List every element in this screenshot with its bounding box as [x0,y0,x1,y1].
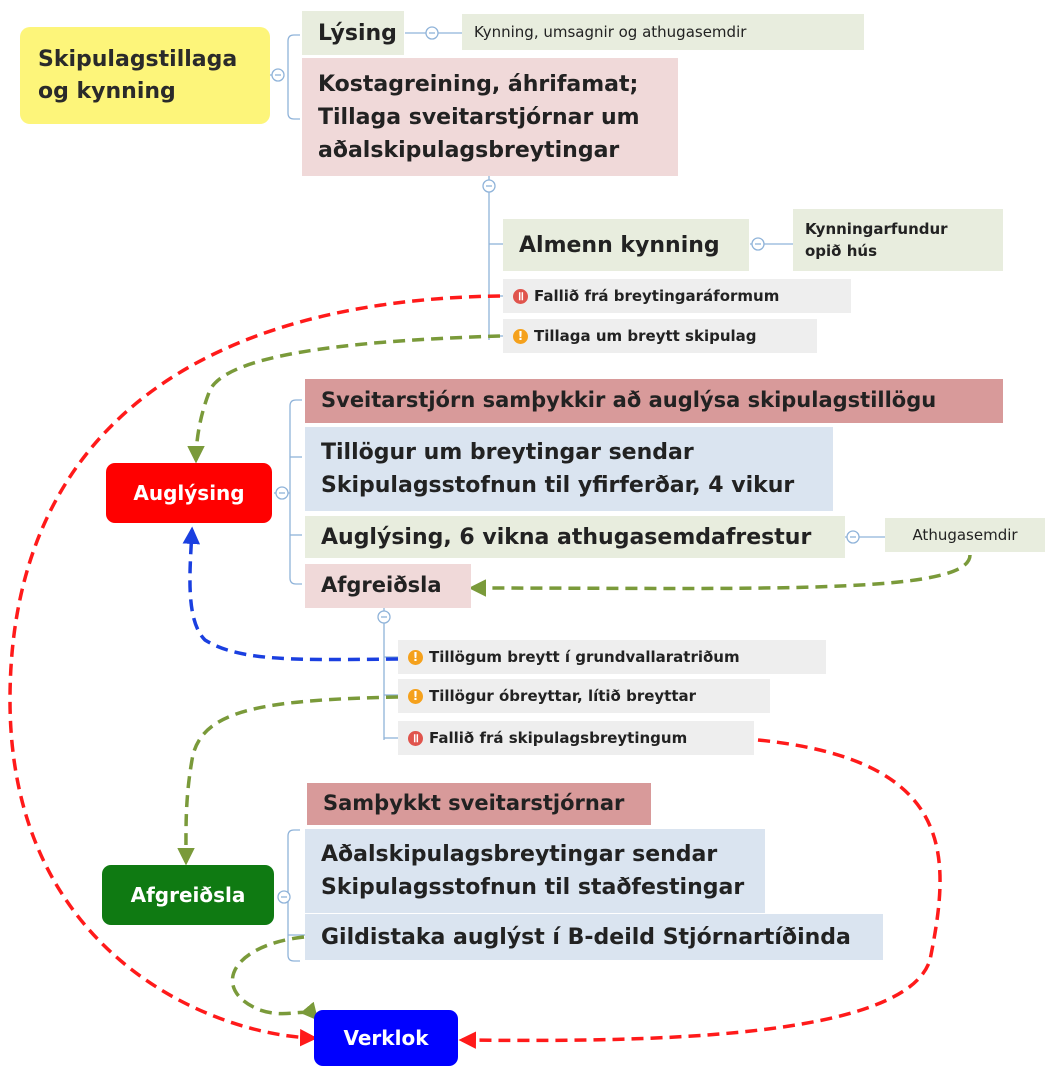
node-kostagreining-label: Kostagreining, áhrifamat; Tillaga sveita… [318,71,640,163]
pill-verklok[interactable]: Verklok [314,1010,458,1066]
node-auglysing-6[interactable]: Auglýsing, 6 vikna athugasemdafrestur [305,516,845,558]
node-almenn-kynning-label: Almenn kynning [519,232,720,258]
option-minor-change[interactable]: ! Tillögur óbreyttar, lítið breyttar [398,679,770,713]
node-lysing[interactable]: Lýsing [302,11,404,55]
node-lysing-note-label: Kynning, umsagnir og athugasemdir [474,23,747,41]
node-afgreidsla-label: Afgreiðsla [321,573,442,598]
arrow-red-abandon-2 [458,738,942,1049]
node-samthykkir-label: Sveitarstjórn samþykkir að auglýsa skipu… [321,388,937,413]
arrow-red-abandon-1 [8,294,501,1047]
option-major-change-label: Tillögum breytt í grundvallaratriðum [429,648,740,666]
warning-icon: ! [408,649,423,665]
arrow-green-to-afgreidsla-pill [177,695,399,866]
warning-icon: ! [513,328,528,344]
node-tillogur-sendar-label: Tillögur um breytingar sendar Skipulagss… [321,440,795,498]
node-auglysing-6-label: Auglýsing, 6 vikna athugasemdafrestur [321,524,812,550]
option-major-change[interactable]: ! Tillögum breytt í grundvallaratriðum [398,640,826,674]
option-changed-plan-label: Tillaga um breytt skipulag [534,327,757,345]
option-minor-change-label: Tillögur óbreyttar, lítið breyttar [429,687,697,705]
arrow-green-to-auglysing [187,334,501,464]
option-abandon-2-label: Fallið frá skipulagsbreytingum [429,729,688,747]
node-tillogur-sendar[interactable]: Tillögur um breytingar sendar Skipulagss… [305,427,833,511]
pause-icon: ॥ [408,730,423,746]
node-samthykkt[interactable]: Samþykkt sveitarstjórnar [307,783,651,825]
option-abandon-1-label: Fallið frá breytingaráformum [534,287,780,305]
option-changed-plan[interactable]: ! Tillaga um breytt skipulag [503,319,817,353]
node-adalskipulag-sendar[interactable]: Aðalskipulagsbreytingar sendar Skipulags… [305,829,765,913]
node-kynningarfundur-label: Kynningarfundur opið hús [805,219,948,261]
pill-auglysing[interactable]: Auglýsing [106,463,272,523]
node-gildistaka[interactable]: Gildistaka auglýst í B-deild Stjórnartíð… [305,914,883,960]
pill-verklok-label: Verklok [343,1026,429,1050]
node-lysing-label: Lýsing [318,20,397,46]
arrow-green-to-afgreidsla [468,554,972,597]
node-gildistaka-label: Gildistaka auglýst í B-deild Stjórnartíð… [321,924,851,950]
pill-auglysing-label: Auglýsing [133,481,245,505]
pause-icon: ॥ [513,288,528,304]
node-samthykkir[interactable]: Sveitarstjórn samþykkir að auglýsa skipu… [305,379,1003,423]
node-afgreidsla[interactable]: Afgreiðsla [305,564,471,608]
title-block: Skipulagstillaga og kynning [20,27,270,124]
pill-afgreidsla[interactable]: Afgreiðsla [102,865,274,925]
pill-afgreidsla-label: Afgreiðsla [130,883,246,907]
node-lysing-note[interactable]: Kynning, umsagnir og athugasemdir [462,14,864,50]
node-samthykkt-label: Samþykkt sveitarstjórnar [323,791,625,816]
node-athugasemdir-label: Athugasemdir [912,526,1018,544]
option-abandon-1[interactable]: ॥ Fallið frá breytingaráformum [503,279,851,313]
node-almenn-kynning[interactable]: Almenn kynning [503,219,749,271]
node-adalskipulag-sendar-label: Aðalskipulagsbreytingar sendar Skipulags… [321,842,745,900]
warning-icon: ! [408,688,423,704]
option-abandon-2[interactable]: ॥ Fallið frá skipulagsbreytingum [398,721,754,755]
arrow-green-to-verklok [230,935,319,1021]
title-block-label: Skipulagstillaga og kynning [38,46,238,104]
node-kynningarfundur[interactable]: Kynningarfundur opið hús [793,209,1003,271]
node-kostagreining[interactable]: Kostagreining, áhrifamat; Tillaga sveita… [302,58,678,176]
node-athugasemdir[interactable]: Athugasemdir [885,518,1045,552]
